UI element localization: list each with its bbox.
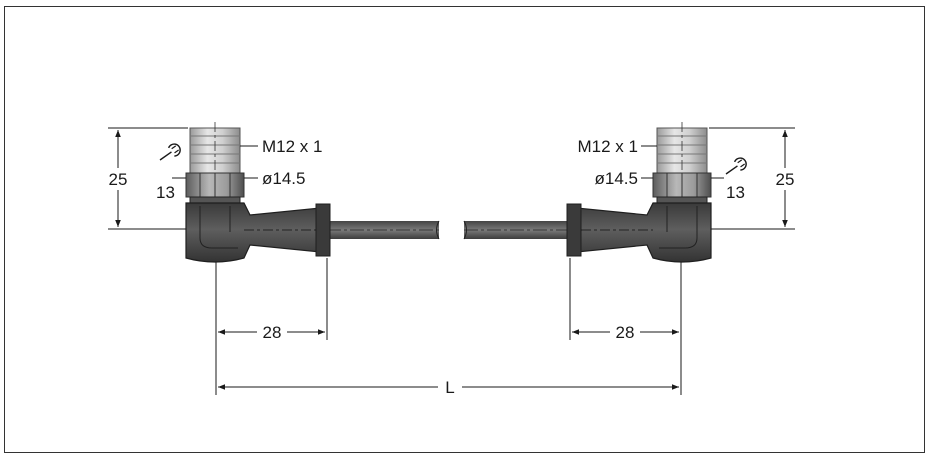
overall-length-label: L — [445, 378, 454, 397]
right-dimensions: 25 M12 x 1 ø14.5 13 28 — [569, 127, 800, 395]
cable — [327, 220, 570, 240]
overall-length-dimension: L — [218, 377, 679, 397]
left-connector — [185, 122, 331, 263]
right-length-label: 28 — [616, 323, 635, 342]
right-wrench-icon — [725, 157, 747, 175]
left-thread — [189, 122, 241, 210]
right-height-label: 25 — [776, 170, 795, 189]
left-wrench-size: 13 — [156, 183, 175, 202]
left-height-label: 25 — [109, 170, 128, 189]
right-thread-label: M12 x 1 — [578, 137, 638, 156]
left-dimensions: 25 M12 x 1 ø14.5 13 28 — [103, 127, 328, 395]
right-body — [566, 202, 712, 263]
left-length-label: 28 — [263, 323, 282, 342]
right-diameter-label: ø14.5 — [595, 169, 638, 188]
left-diameter-label: ø14.5 — [262, 169, 305, 188]
right-thread — [656, 122, 708, 210]
right-wrench-size: 13 — [726, 183, 745, 202]
left-body — [185, 202, 331, 263]
right-connector — [566, 122, 712, 263]
right-nut — [652, 172, 712, 204]
drawing-frame — [4, 6, 925, 453]
left-wrench-icon — [159, 143, 181, 161]
left-nut — [185, 172, 245, 204]
left-thread-label: M12 x 1 — [262, 137, 322, 156]
